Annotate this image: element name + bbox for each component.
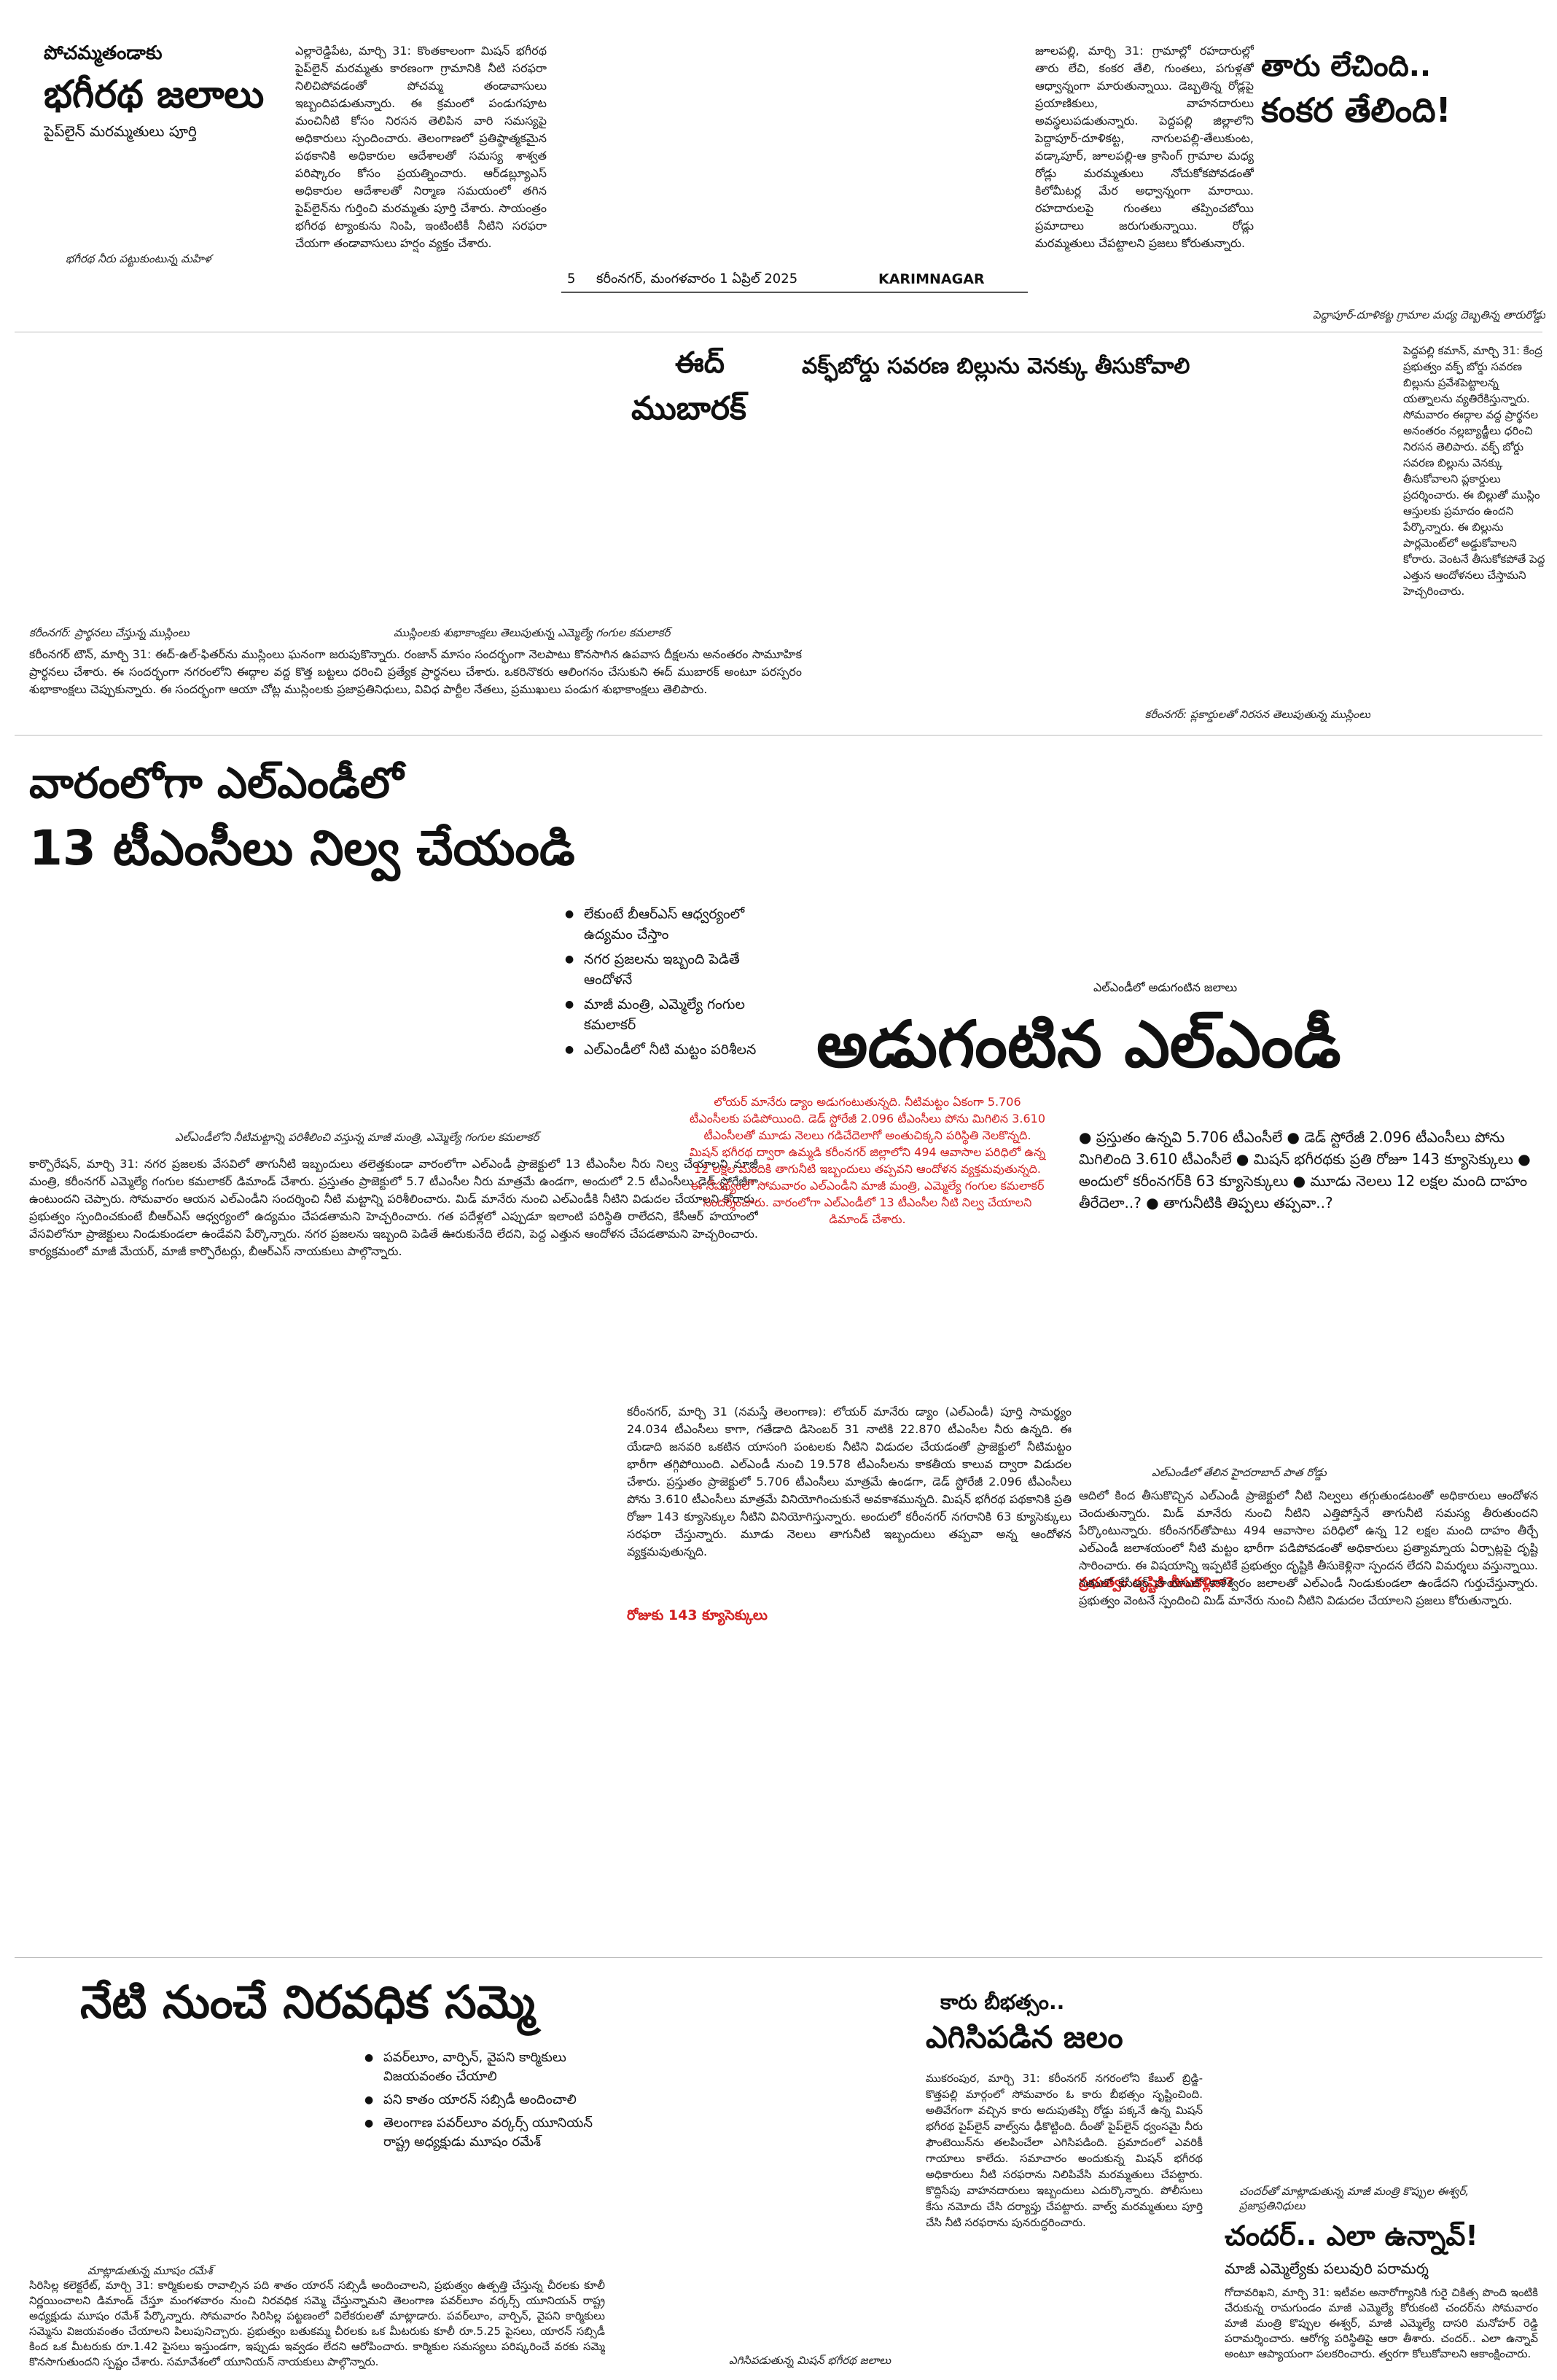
story5-body2: ఆదిలో కింద తీసుకొచ్చిన ఎల్ఎండీ ప్రాజెక్ట… [1079, 1489, 1538, 1607]
story3-caption-mid: ముస్లింలకు శుభాకాంక్షలు తెలుపుతున్న ఎమ్మ… [394, 626, 671, 639]
story1-subhead: పైప్‌లైన్ మరమ్మతులు పూర్తి [44, 122, 197, 140]
story8-body: గోదావరిఖని, మార్చి 31: ఇటీవల అనారోగ్యాని… [1225, 2286, 1538, 2360]
damaged-road-photo [1261, 143, 1545, 307]
folio-page-number: 5 [567, 271, 576, 286]
lmd-dry-photo [1079, 1265, 1538, 1465]
waqf-headline: వక్ఫ్‌బోర్డు సవరణ బిల్లును వెనక్కు తీసుక… [802, 354, 1190, 379]
eid-title-line2: ముబారక్ [631, 390, 746, 427]
lmd-headline-line1: వారంలోగా ఎల్ఎండీలో [29, 758, 404, 808]
story3-side-body: పెద్దపల్లి కమాన్, మార్చి 31: కేంద్ర ప్రభ… [1403, 344, 1545, 598]
story5-intro: లోయర్ మానేరు డ్యాం అడుగంటుతున్నది. నీటిమ… [689, 1095, 1046, 1226]
bullet-item: పవర్‌లూం, వార్పిన్, వైపని కార్మికులు విజ… [364, 2048, 605, 2086]
story5-subhead: రోజుకు 143 క్యూసెక్కులు [627, 1607, 846, 1626]
mla-inspection-photo [29, 900, 554, 1123]
story5-caption2: ఎల్ఎండీలో తేలిన హైదరాబాద్ పాత రోడ్డు [1152, 1466, 1327, 1479]
story3-caption-left: కరీంనగర్: ప్రార్థనలు చేస్తున్న ముస్లింలు [29, 626, 190, 639]
prayers-photo [15, 343, 284, 620]
story4-body: కార్పొరేషన్, మార్చి 31: నగర ప్రజలకు వేసవ… [29, 1157, 758, 1258]
story5-body: కరీంనగర్, మార్చి 31 (నమస్తే తెలంగాణ): లో… [627, 1405, 1072, 1558]
story1-caption: భగీరథ నీరు పట్టుకుంటున్న మహిళ [66, 252, 211, 265]
protest-photo [802, 397, 1378, 703]
story6-bullets: పవర్‌లూం, వార్పిన్, వైపని కార్మికులు విజ… [364, 2048, 605, 2267]
story5-kicker: ఎల్ఎండీలో అడుగంటిన జలాలు [1093, 980, 1238, 994]
water-photo [15, 60, 284, 242]
story7-caption: ఎగిసిపడుతున్న మిషన్ భగీరథ జలాలు [729, 2354, 891, 2367]
story2-caption: పెద్దాపూర్-దూళికట్ట గ్రామాల మధ్య దెబ్బతి… [1313, 308, 1545, 321]
story3-caption-right: కరీంనగర్: ప్లకార్డులతో నిరసన తెలుపుతున్న… [1144, 708, 1370, 721]
bullet-item: పని కాతం యారన్ సబ్సిడీ అందించాలి [364, 2091, 605, 2110]
story3-body: కరీంనగర్ టౌన్, మార్చి 31: ఈద్-ఉల్-ఫితర్‌… [29, 647, 802, 696]
section-divider-3 [15, 1957, 1542, 1958]
bullet-item: తెలంగాణ పవర్‌లూం వర్కర్స్ యూనియన్ రాష్ట్… [364, 2114, 605, 2152]
lmd-headline-line2: 13 టీఎంసీలు నిల్వ చేయండి [29, 820, 575, 876]
story2-headline-line1: తారు లేచింది.. [1261, 50, 1432, 83]
mla-greeting-photo [343, 445, 780, 620]
visit-photo [1225, 1983, 1538, 2234]
story5-subhead2: ప్రభుత్వం దృష్టికి తీసుకెళ్లినా? [1079, 1575, 1234, 1591]
story5-facts: ● ప్రస్తుతం ఉన్నవి 5.706 టీఎంసీలే ● డెడ్… [1079, 1128, 1531, 1212]
strike-photo [29, 2045, 354, 2263]
water-gush-photo [620, 1983, 918, 2369]
story6-body: సిరిసిల్ల కలెక్టరేట్, మార్చి 31: కార్మిక… [29, 2279, 605, 2368]
story1-headline: భగీరథ జలాలు [44, 73, 265, 117]
story2-body: జూలపల్లి, మార్చి 31: గ్రామాల్లో రహదారుల్… [1035, 44, 1254, 250]
story8-subhead: మాజీ ఎమ్మెల్యేకు పలువురి పరామర్శ [1225, 2260, 1429, 2277]
story6-caption: మాట్లాడుతున్న మూషం రమేశ్ [87, 2264, 213, 2277]
bullet-item: లేకుంటే బీఆర్ఎస్ ఆధ్వర్యంలో ఉద్యమం చేస్త… [565, 904, 769, 945]
story4-bullets: లేకుంటే బీఆర్ఎస్ ఆధ్వర్యంలో ఉద్యమం చేస్త… [565, 904, 769, 1123]
story8-headline: చందర్.. ఎలా ఉన్నావ్! [1225, 2220, 1478, 2252]
section-divider-2 [15, 735, 1542, 736]
story1-body: ఎల్లారెడ్డిపేట, మార్చి 31: కొంతకాలంగా మి… [295, 44, 547, 250]
bullet-item: ఎల్ఎండీలో నీటి మట్టం పరిశీలన [565, 1039, 769, 1060]
car-headline-line2: ఎగిసిపడిన జలం [926, 2019, 1123, 2055]
story1-kicker: పోచమ్మతండాకు [44, 42, 163, 64]
story5-headline: అడుగంటిన ఎల్ఎండీ [816, 1007, 1341, 1082]
story2-headline-line2: కంకర తేలింది! [1261, 90, 1451, 130]
folio-edition: KARIMNAGAR [878, 271, 985, 287]
folio-rule [561, 292, 1028, 293]
story4-caption: ఎల్ఎండీలోని నీటిమట్టాన్ని పరిశీలించి వస్… [175, 1131, 539, 1144]
bullet-item: నగర ప్రజలను ఇబ్బంది పెడితే ఆందోళనే [565, 949, 769, 990]
car-headline-line1: కారు బీభత్సం.. [940, 1990, 1065, 2014]
folio-dateline: కరీంనగర్, మంగళవారం 1 ఏప్రిల్ 2025 [596, 271, 798, 286]
story7-body: ముకరంపుర, మార్చి 31: కరీంనగర్ నగరంలోని క… [926, 2072, 1203, 2229]
bullet-item: మాజీ మంత్రి, ఎమ్మెల్యే గంగుల కమలాకర్ [565, 994, 769, 1035]
strike-headline: నేటి నుంచే నిరవధిక సమ్మె [80, 1975, 535, 2029]
story8-caption: చందర్‌తో మాట్లాడుతున్న మాజీ మంత్రి కొప్ప… [1239, 2185, 1470, 2212]
eid-title-line1: ఈద్ [675, 346, 725, 380]
